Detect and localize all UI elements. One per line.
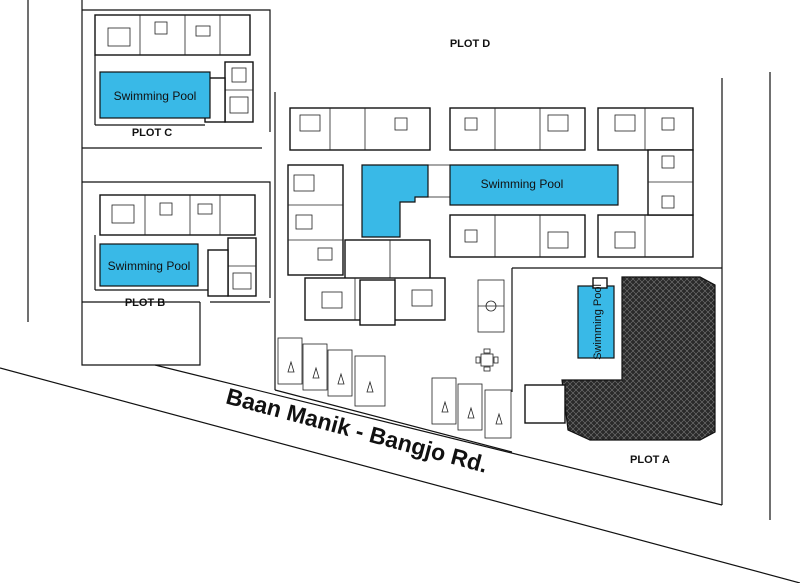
central-pool-west: [361, 164, 429, 238]
plot-c-pool: [99, 71, 211, 119]
plot-d-complex: [287, 107, 694, 326]
sports-court: [477, 279, 505, 333]
plot-d-label: PLOT D: [450, 38, 490, 50]
plot-c-villa: [94, 14, 254, 126]
plot-b-label: PLOT B: [125, 297, 165, 309]
plot-b-villa: [94, 194, 257, 297]
plot-b-pool-label: Swimming Pool: [108, 259, 191, 273]
plot-a-pool-label: Swimming Pool: [592, 284, 604, 360]
central-pool-label: Swimming Pool: [481, 177, 564, 191]
plot-a-villa-roof: [524, 276, 716, 441]
plot-c-label: PLOT C: [132, 127, 172, 139]
plot-a-label: PLOT A: [630, 454, 670, 466]
plot-c-pool-label: Swimming Pool: [114, 89, 197, 103]
parking-spaces: [277, 337, 512, 439]
outdoor-table: [475, 348, 499, 372]
plot-b-pool: [99, 243, 199, 287]
central-pool-east: [449, 164, 619, 206]
